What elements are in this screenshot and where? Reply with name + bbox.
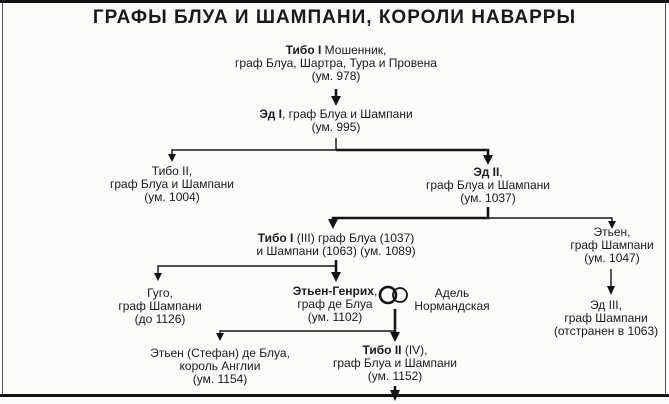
person-name-line: Тибо I (III) граф Блуа (1037) xyxy=(216,232,456,245)
person-node-gugo: Гуго, граф Шампани (до 1126) xyxy=(95,287,225,326)
frame-border-left xyxy=(2,3,3,397)
diagram-title: ГРАФЫ БЛУА И ШАМПАНИ, КОРОЛИ НАВАРРЫ xyxy=(92,7,577,28)
person-name-rest: (IV), xyxy=(401,343,428,357)
person-name-rest: Мошенник, xyxy=(321,43,387,57)
person-name-rest: , xyxy=(499,165,503,179)
connector-marriage-to-etien-stefan xyxy=(216,330,395,341)
person-node-ed-i: Эд I, граф Блуа и Шампани (ум. 995) xyxy=(226,108,446,134)
person-name-line: Тибо I Мошенник, xyxy=(216,44,456,57)
person-name-line: Гуго, xyxy=(147,286,173,300)
person-dates-line: (ум. 1037) xyxy=(460,191,516,205)
person-title-line: граф Шампани xyxy=(118,299,202,313)
person-name-line: Эд II, xyxy=(403,166,573,179)
person-title-line: граф Блуа, Шартра, Тура и Провена xyxy=(235,56,437,70)
person-dates-line: (ум. 1004) xyxy=(144,190,200,204)
person-node-etien-stefan: Этьен (Стефан) де Блуа, король Англии (у… xyxy=(120,347,320,386)
person-name-bold: Тибо I xyxy=(285,43,322,57)
person-node-etien-genrih: Этьен-Генрих, граф де Блуа (ум. 1102) xyxy=(260,285,410,324)
person-title-line: граф де Блуа xyxy=(297,297,373,311)
person-title-line: граф Шампани xyxy=(564,311,648,325)
connector-etien-to-ed3 xyxy=(607,269,615,295)
connector-ed2-to-tibo1-3 xyxy=(328,207,490,229)
person-dates-line: (ум. 1047) xyxy=(584,251,640,265)
person-node-tibo-ii: Тибо II, граф Блуа и Шампани (ум. 1004) xyxy=(87,165,257,204)
person-title-line: король Англии xyxy=(179,359,261,373)
person-name-bold: Тибо I xyxy=(257,231,294,245)
connector-tibo1-to-ed1 xyxy=(331,89,341,106)
person-title-line: и Шампани (1063) (ум. 1089) xyxy=(256,244,416,258)
person-name-rest: , граф Блуа и Шампани xyxy=(281,107,413,121)
person-name-rest: (III) граф Блуа (1037) xyxy=(293,231,415,245)
person-dates-line: (отстранен в 1063) xyxy=(553,324,659,338)
person-name-line: Тибо II (IV), xyxy=(305,344,485,357)
connector-tibo1-3-to-etien-genrih xyxy=(331,260,341,282)
person-name-line: Нормандская xyxy=(414,299,490,313)
person-dates-line: (ум. 1102) xyxy=(307,310,363,324)
person-dates-line: (ум. 995) xyxy=(311,120,361,134)
person-name-line: Эд I, граф Блуа и Шампани xyxy=(226,108,446,121)
person-node-etien: Этьен, граф Шампани (ум. 1047) xyxy=(557,226,667,265)
person-name-line: Этьен-Генрих, xyxy=(260,285,410,298)
person-name-bold: Этьен-Генрих xyxy=(292,284,374,298)
person-name-line: Этьен (Стефан) де Блуа, xyxy=(150,346,290,360)
bottom-rule xyxy=(0,394,669,397)
connector-ed1-to-ed2 xyxy=(336,148,493,165)
person-name-line: Тибо II, xyxy=(151,164,193,178)
person-node-adel-normandskaya: Адель Нормандская xyxy=(397,287,507,313)
person-name-bold: Эд I xyxy=(259,107,282,121)
person-name-line: Адель xyxy=(434,286,470,300)
person-dates-line: (ум. 1152) xyxy=(367,369,423,383)
connector-tibo1-3-to-gugo xyxy=(154,265,336,281)
person-dates-line: (ум. 978) xyxy=(311,69,361,83)
frame-border-right xyxy=(665,3,666,397)
person-node-tibo-i-moshennik: Тибо I Мошенник, граф Блуа, Шартра, Тура… xyxy=(216,44,456,83)
person-name-bold: Тибо II xyxy=(362,343,402,357)
person-title-line: граф Блуа и Шампани xyxy=(332,356,457,370)
person-title-line: граф Блуа и Шампани xyxy=(109,177,234,191)
person-title-line: граф Блуа и Шампани xyxy=(425,178,550,192)
person-name-rest: , xyxy=(373,284,378,298)
person-dates-line: (ум. 1154) xyxy=(192,372,248,386)
person-dates-line: (до 1126) xyxy=(134,312,186,326)
person-node-tibo-ii-iv: Тибо II (IV), граф Блуа и Шампани (ум. 1… xyxy=(305,344,485,383)
person-name-line: Эд III, xyxy=(590,298,622,312)
person-name-bold: Эд II xyxy=(473,165,500,179)
connector-ed1-to-tibo2 xyxy=(168,138,337,162)
person-node-tibo-i-iii: Тибо I (III) граф Блуа (1037) и Шампани … xyxy=(216,232,456,258)
person-node-ed-ii: Эд II, граф Блуа и Шампани (ум. 1037) xyxy=(403,166,573,205)
person-title-line: граф Шампани xyxy=(570,238,654,252)
person-node-ed-iii: Эд III, граф Шампани (отстранен в 1063) xyxy=(541,299,669,338)
person-name-line: Этьен, xyxy=(593,225,631,239)
top-rule xyxy=(0,0,669,3)
